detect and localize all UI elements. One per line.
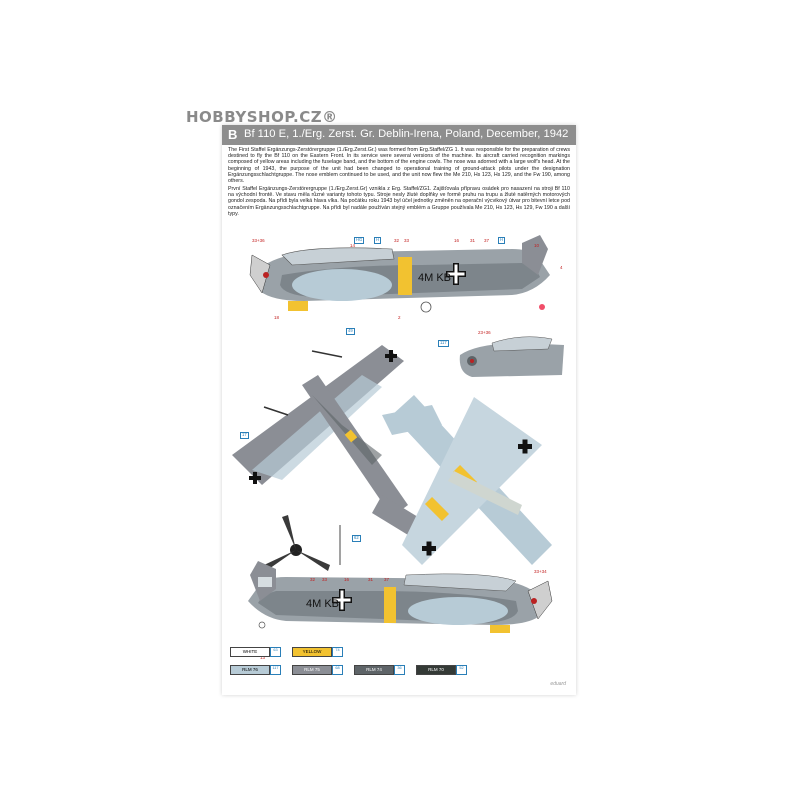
balkenkreuz-lower-2 (422, 541, 436, 556)
callout-number: 10 (534, 243, 540, 248)
fuselage-code-bottom: 4M KB (306, 598, 339, 610)
nose-detail-view (459, 336, 564, 377)
paint-ref-box: 62 (352, 535, 361, 542)
callout-number: 13 (260, 655, 266, 660)
callout-number: 16 (454, 238, 460, 243)
side-profile-top: 4M KB (249, 235, 550, 313)
propeller-detail (264, 515, 341, 571)
callout-number: 18 (274, 315, 280, 320)
balkenkreuz-lower-1 (518, 439, 532, 454)
callout-number: 33 (404, 238, 410, 243)
balkenkreuz-side-top (446, 263, 466, 285)
swatch-code: 117 (270, 665, 281, 675)
swatch-white: WHITE (230, 647, 270, 657)
callout-number: 33+34 (534, 569, 547, 574)
callout-number: 37 (384, 577, 390, 582)
callout-number: 4 (560, 265, 563, 270)
swatch-code: 36 (394, 665, 405, 675)
swatch-rlm70: RLM 70 (416, 665, 456, 675)
title-bar: B Bf 110 E, 1./Erg. Zerst. Gr. Deblin-Ir… (222, 125, 576, 145)
fuselage-code-top: 4M KB (418, 272, 451, 284)
swatch-label: RLM 75 (304, 667, 320, 672)
callout-number: 2 (398, 315, 401, 320)
swatch-label: WHITE (242, 649, 258, 654)
swatch-yellow: YELLOW (292, 647, 332, 657)
paint-ref-box: 117 (438, 340, 449, 347)
callout-number: 14 (350, 243, 356, 248)
callout-number: 31 (368, 577, 374, 582)
decal-profile-sheet: B Bf 110 E, 1./Erg. Zerst. Gr. Deblin-Ir… (222, 125, 576, 695)
scheme-title: Bf 110 E, 1./Erg. Zerst. Gr. Deblin-Iren… (244, 128, 569, 140)
swatch-label: RLM 70 (428, 667, 444, 672)
callout-number: 23+36 (478, 330, 491, 335)
legend-row-2: RLM 76 117 RLM 75 68 RLM 74 36 RLM 70 52 (230, 665, 570, 677)
side-profile-bottom: 4M KB (248, 561, 553, 633)
paint-ref-box: H (374, 237, 382, 244)
swatch-code: 74 (332, 647, 343, 657)
paint-ref-box: 17 (240, 432, 249, 439)
swatch-rlm74: RLM 74 (354, 665, 394, 675)
callout-number: 16 (344, 577, 350, 582)
scheme-letter: B (228, 127, 238, 142)
balkenkreuz-top-wing-2 (385, 350, 397, 362)
paint-ref-box: H (498, 237, 506, 244)
callout-number: 37 (484, 238, 490, 243)
description-english: The First Staffel Ergänzungs-Zerstörergr… (228, 147, 570, 185)
balkenkreuz-side-bottom (332, 589, 352, 611)
swatch-code: 68 (332, 665, 343, 675)
swatch-rlm75: RLM 75 (292, 665, 332, 675)
swatch-label: RLM 74 (366, 667, 382, 672)
swatch-rlm76: RLM 76 (230, 665, 270, 675)
balkenkreuz-top-wing (249, 472, 261, 484)
paint-ref-box: 49 (346, 328, 355, 335)
swatch-code: 52 (456, 665, 467, 675)
aircraft-illustrations: 4M KB (232, 235, 564, 633)
swatch-label: RLM 76 (242, 667, 258, 672)
callout-number: 33+36 (252, 238, 265, 243)
callout-number: 31 (470, 238, 476, 243)
swatch-code: 63 (270, 647, 281, 657)
legend-row-1: WHITE 63 YELLOW 74 (230, 647, 570, 659)
paint-ref-box: HG (354, 237, 365, 244)
swatch-label: YELLOW (302, 649, 322, 654)
callout-number: 32 (394, 238, 400, 243)
callout-number: 32 (310, 577, 316, 582)
description-czech: První Staffel Ergänzungs-Zerstörergruppe… (228, 186, 570, 217)
upper-surface-view (232, 345, 418, 535)
watermark-logo: HOBBYSHOP.CZ® (186, 108, 338, 126)
lower-surface-view (382, 395, 552, 565)
publisher-signature: eduard (550, 681, 566, 687)
callout-number: 33 (322, 577, 328, 582)
